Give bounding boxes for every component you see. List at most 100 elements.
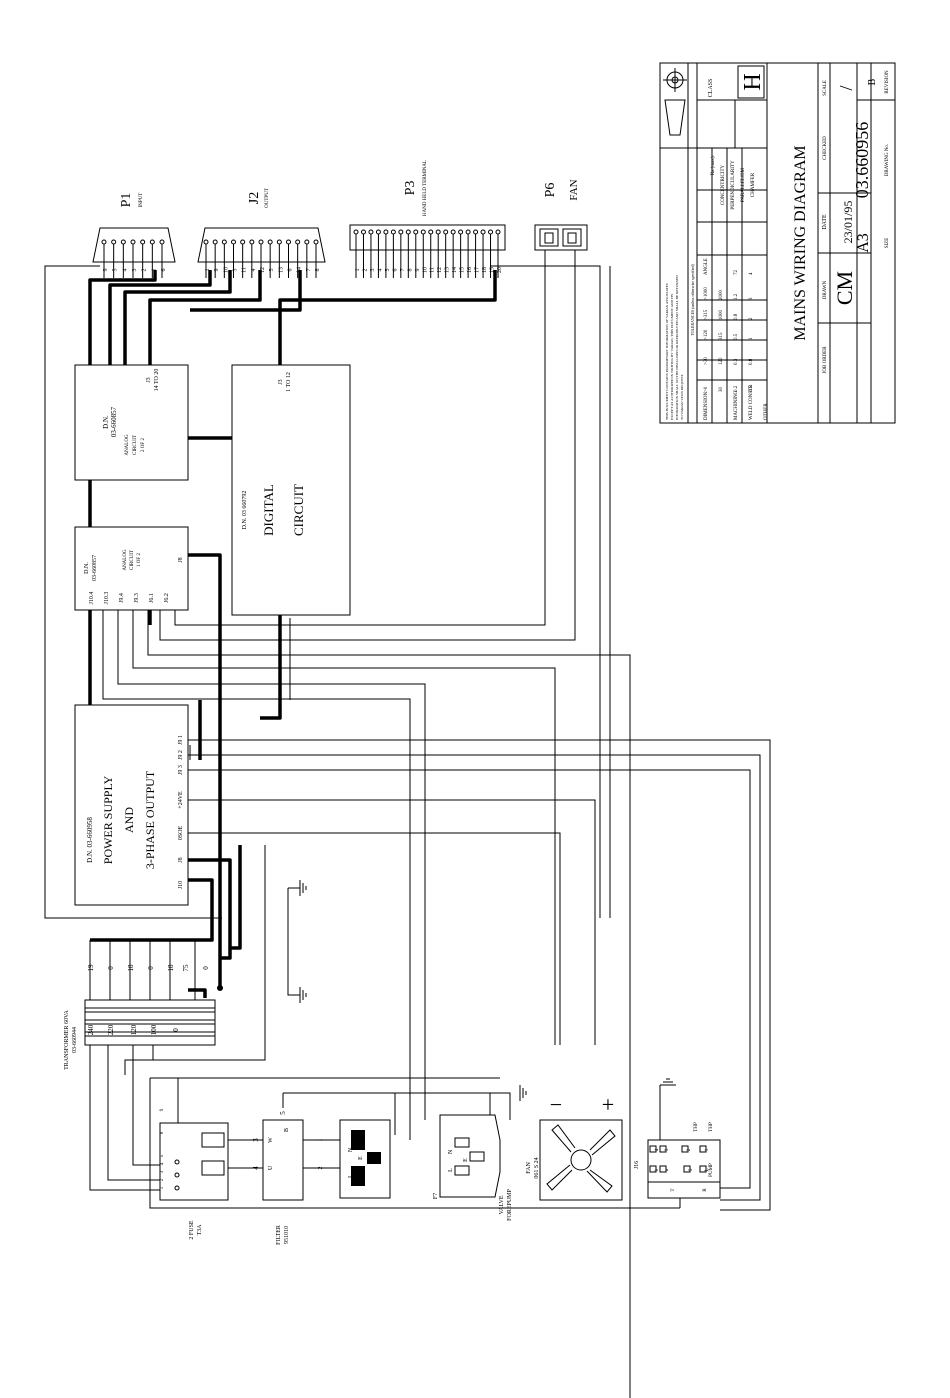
drawn-label: DRAWN [823,280,828,299]
ground-symbol-4 [660,1078,676,1086]
valve-ref: F7 [433,1193,439,1199]
tolerance-cell: 2000 [719,290,724,301]
fuse-pin: 1 [160,1186,165,1189]
p1-pin-label: 6 [161,269,167,272]
inlet-pin: 1 [318,1139,324,1142]
revision-label: REVISION [885,70,890,94]
tolerance-symbol: CHAMFER [751,172,756,197]
analog2-port: J3 [146,377,152,382]
valve-pin: L [448,1168,454,1172]
power-title-1: POWER SUPPLY [101,775,115,864]
j2-pin-label: 13 [278,267,284,273]
p3-pin-label: 20 [497,267,503,273]
analog1-desc3: 1 OF 2 [137,553,142,567]
ground-symbol-3 [519,1085,527,1101]
p3-pin-label: 12 [437,267,443,273]
drawing-title: MAINS WIRING DIAGRAM [792,145,809,340]
pump-ref: J16 [634,1161,640,1169]
pump-pin-socket [699,1165,707,1173]
tolerance-cell: 1000 [719,310,724,321]
checked-label: CHECKED [823,136,828,160]
transformer-primary-tap: 0 [172,1028,180,1032]
j2-label: J2 [247,192,262,204]
transformer-secondary-tap: 0 [202,966,210,970]
tolerance-heading: TOLERANCES (unless otherwise specified) [690,264,695,336]
j2-pin-label: 14 [297,267,303,273]
analog2-desc1: ANALOG [125,434,130,455]
size-label: SIZE [885,238,890,249]
tolerance-symbol: CONCENTRICITY [721,164,726,205]
transformer-part-number: 03-660944 [72,1027,78,1053]
p6-connector: P6 FAN [534,179,588,251]
inlet-pin: N [348,1147,354,1152]
p3-pin-label: 6 [392,269,398,272]
power-port-label: J9 3 [178,765,184,775]
analog2-dn: D.N. [102,415,110,429]
p3-pin-label: 2 [362,269,368,272]
pump-label-thp-1: THP [694,1122,699,1132]
p3-pin-label: 11 [430,267,436,273]
fuse-rating: T3A [197,1224,203,1236]
power-port-label: J9 1 [178,735,184,745]
thin-wires [44,250,771,1398]
p1-label: P1 [119,193,134,208]
analog1-port-label: J10.4 [89,592,95,605]
tolerance-cell: 3 [749,297,754,300]
tolerance-cell: >30 [704,357,709,365]
fan-minus: − [550,1092,562,1117]
pump-pin-socket [659,1145,667,1153]
fan: − + FAN 061 S 24 [526,1092,623,1201]
tolerance-cell: 72 [734,270,739,276]
p3-pin-label: 7 [400,269,406,272]
pump-pin: R [703,1188,708,1192]
tolerance-symbol: PERPENDICULARITY [731,160,736,210]
p1-pin-label: 4 [122,269,128,272]
pump-pin: a [665,1168,670,1171]
j2-pin-label: 11 [242,267,248,273]
analog1-j8: J8 [178,557,184,562]
pump-pin: S [689,1168,694,1171]
analog-circuit-1-block: D.N. 03-660857 ANALOG CIRCUIT 1 OF 2 J8 … [74,526,189,611]
transformer-secondary-tap: 18 [167,964,175,972]
p1-pin-label: 2 [142,269,148,272]
valve-pin: N [448,1149,454,1154]
date-value: 23/01/95 [841,201,855,244]
transformer-secondary-tap: 19 [87,964,95,972]
ground-symbol-2 [299,987,307,1003]
power-port-label: J9 2 [178,750,184,760]
analog2-desc2: CIRCUIT [133,435,138,455]
transformer-secondary-tap: 0 [107,966,115,970]
job-order-label: JOB ORDER [823,346,828,374]
p3-pin-label: 15 [460,267,466,273]
j2-pin-label: 8 [315,269,321,272]
power-port-label: +24VE [178,791,184,809]
p1-pin-label: 1 [151,269,157,272]
p3-pin-label: 18 [482,267,488,273]
inlet-pin: 2 [318,1167,324,1170]
fuse-pin: 4 [160,1162,165,1165]
class-value: H [740,73,766,90]
tolerance-cell: 0.3 [734,358,739,365]
valve-label-2: FOREPUMP [507,1189,513,1221]
p3-label: P3 [403,181,418,196]
j2-pin-label: 3 [233,269,239,272]
pump-pin-socket [649,1145,657,1153]
inlet-pin: L [348,1174,354,1178]
p3-pin-label: 4 [377,269,383,272]
power-dn: D.N. 03-660958 [86,817,94,863]
tolerance-cell: OTHER [764,403,769,420]
transformer-primary-tap: 220 [107,1024,115,1035]
tolerance-cell: 4 [749,272,754,275]
analog1-port-label: J9.3 [134,593,140,603]
analog2-number: 03-660857 [110,406,118,437]
power-title-2: AND [122,807,136,833]
